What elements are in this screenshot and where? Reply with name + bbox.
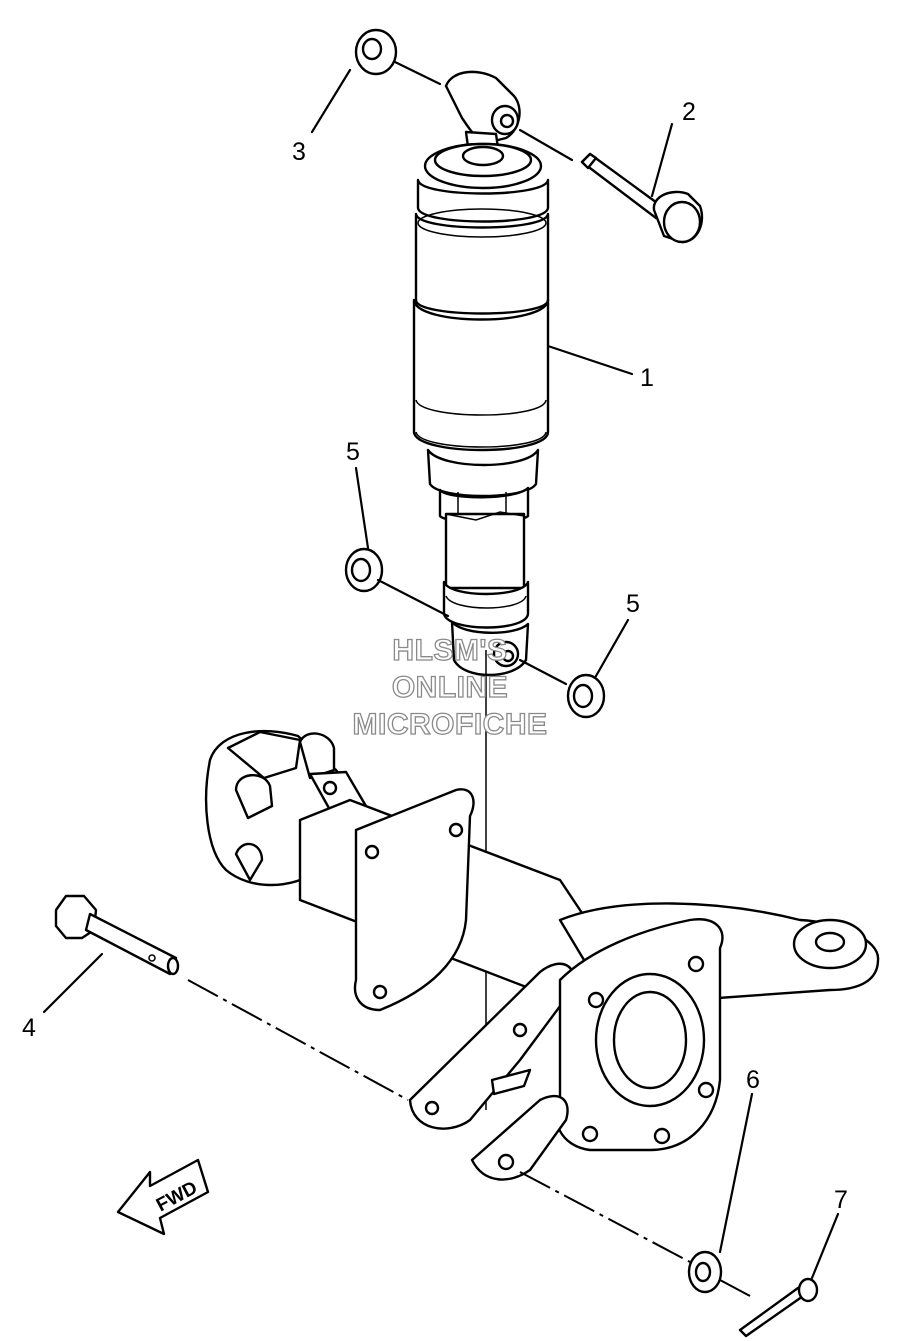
callout-4: 4	[22, 1014, 36, 1042]
watermark-line-3: MICROFICHE	[353, 708, 548, 741]
knuckle-assembly	[205, 729, 880, 1181]
watermark-line-1: HLSM'S	[392, 634, 507, 667]
bolt-part-4[interactable]	[54, 894, 180, 976]
washer-part-6[interactable]	[687, 1250, 723, 1294]
callout-3: 3	[292, 138, 306, 166]
cotter-pin-part-7[interactable]	[738, 1277, 819, 1338]
washer-part-5-left[interactable]	[344, 547, 384, 593]
watermark: HLSM'S ONLINE MICROFICHE	[352, 633, 548, 741]
callout-6: 6	[746, 1066, 760, 1094]
fwd-arrow-icon: FWD	[116, 1158, 210, 1236]
bolt-part-2[interactable]	[518, 128, 704, 244]
shock-absorber-part-1[interactable]	[412, 70, 550, 677]
callout-5-left: 5	[346, 438, 360, 466]
watermark-line-2: ONLINE	[392, 671, 508, 704]
callout-7: 7	[834, 1186, 848, 1214]
callout-5-right: 5	[626, 590, 640, 618]
washer-part-5-right[interactable]	[566, 673, 606, 719]
callout-2: 2	[682, 98, 696, 126]
callout-1: 1	[640, 364, 654, 392]
washer-part-3[interactable]	[354, 28, 398, 76]
